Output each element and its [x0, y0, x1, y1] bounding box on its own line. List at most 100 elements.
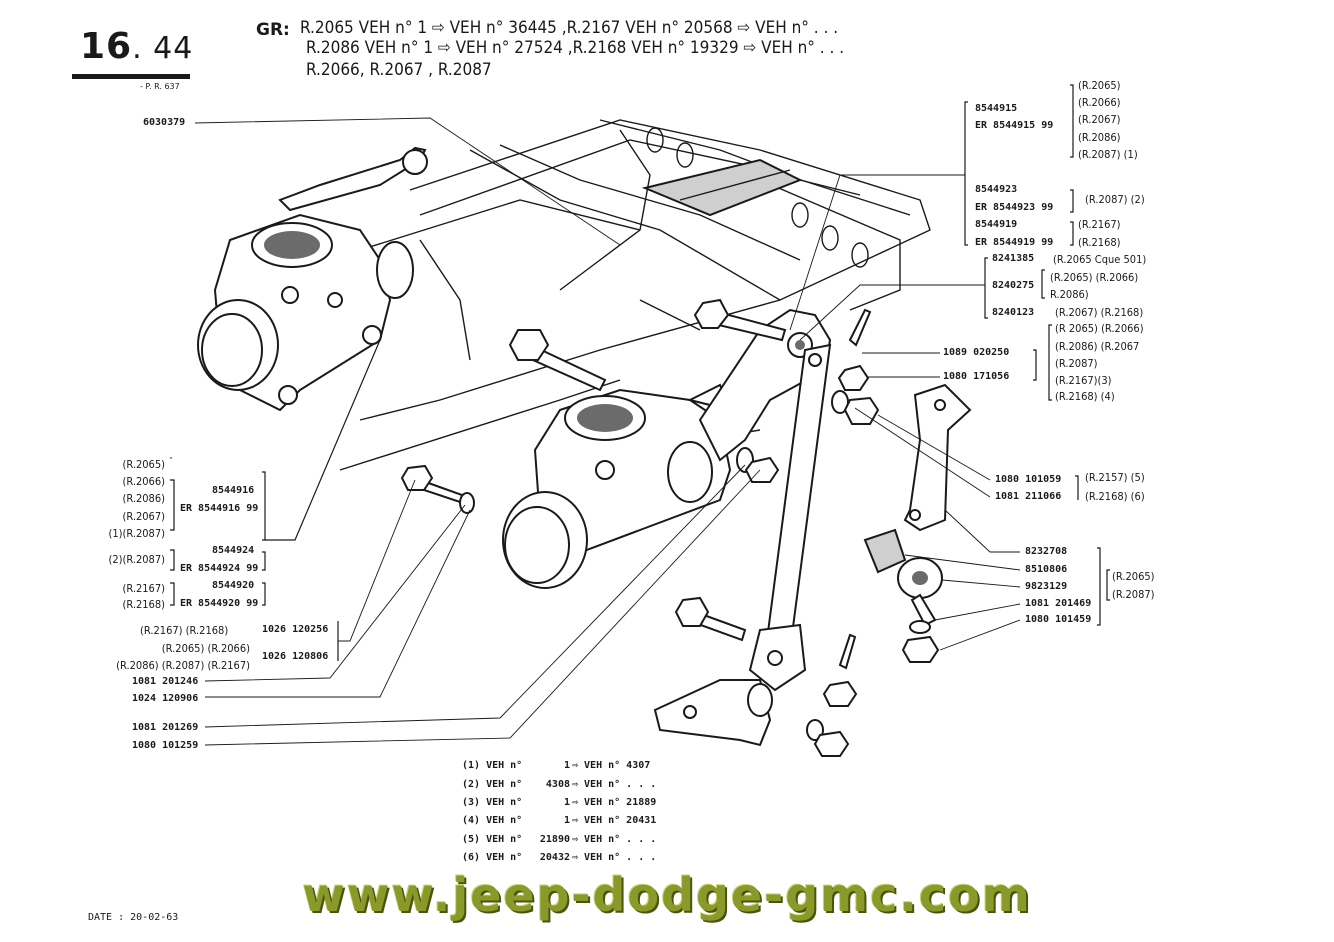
model-label: (R.2087) (1): [1078, 148, 1138, 161]
header-line-1: R.2065 VEH n° 1 ⇨ VEH n° 36445 ,R.2167 V…: [300, 18, 839, 38]
footnote-to: ⇨ VEH n° . . .: [572, 779, 657, 790]
footnote-from: 4308: [545, 779, 570, 790]
model-label: (R.2065): [1078, 79, 1121, 92]
model-label: (R.2157) (5): [1085, 471, 1145, 484]
part-number: 1081 201269: [132, 722, 199, 733]
model-label: (R.2067): [1078, 113, 1121, 126]
chassis-frame: [339, 119, 931, 501]
model-label: (R.2167)(3): [1055, 374, 1112, 387]
group-label: GR:: [256, 20, 290, 40]
model-label: (1)(R.2087): [108, 527, 165, 540]
model-label: (R.2087): [1112, 588, 1155, 601]
part-number: 8544920: [212, 580, 255, 591]
mount-bracket: [653, 679, 773, 747]
footnote-label: (2) VEH n°: [462, 779, 523, 790]
model-label: (R.2065): [122, 458, 165, 471]
model-label: (R.2086) (R.2087) (R.2167): [116, 659, 250, 672]
document-date: DATE : 20-02-63: [88, 912, 179, 923]
part-number: 8240123: [992, 307, 1035, 318]
footnote-from: 1: [563, 797, 570, 808]
website-watermark: www.jeep-dodge-gmc.com: [302, 868, 1032, 922]
footnote-to: ⇨ VEH n° 4307: [572, 760, 651, 771]
part-number: 1080 101259: [132, 740, 199, 751]
shock-absorber-center: [502, 383, 732, 589]
footnote-label: (1) VEH n°: [462, 760, 523, 771]
model-label: (R.2168) (4): [1055, 390, 1115, 403]
footnote-label: (5) VEH n°: [462, 834, 523, 845]
part-number: 8232708: [1025, 546, 1068, 557]
part-number: 8544924: [212, 545, 255, 556]
footnote-from: 1: [563, 760, 570, 771]
model-label: (R.2086): [122, 492, 165, 505]
page-number-sub: . 44: [132, 31, 194, 66]
footnote-label: (3) VEH n°: [462, 797, 523, 808]
part-number: 8544916: [212, 485, 255, 496]
header-line-2: R.2086 VEH n° 1 ⇨ VEH n° 27524 ,R.2168 V…: [306, 38, 845, 58]
part-number: 1080 101459: [1025, 614, 1092, 625]
model-label: (R.2087) (2): [1085, 193, 1145, 206]
model-label: (R.2167): [1078, 218, 1121, 231]
footnote-from: 20432: [539, 852, 570, 863]
part-number: 1080 101059: [995, 474, 1062, 485]
page-number-main: 16: [80, 26, 133, 67]
part-number: ER 8544924 99: [180, 563, 259, 574]
model-label: (R.2067) (R.2168): [1055, 306, 1144, 319]
footnote-to: ⇨ VEH n° . . .: [572, 834, 657, 845]
page-reference: - P. R. 637: [140, 82, 180, 91]
part-number: ER 8544923 99: [975, 202, 1054, 213]
part-number: 1081 211066: [995, 491, 1062, 502]
footnote-label: (4) VEH n°: [462, 815, 523, 826]
model-label: (R.2167) (R.2168): [140, 624, 229, 637]
footnote-from: 1: [563, 815, 570, 826]
part-number: 1024 120906: [132, 693, 199, 704]
model-label: (R.2086): [1078, 131, 1121, 144]
part-number: ER 8544920 99: [180, 598, 259, 609]
model-label: (R.2065 Cque 501): [1053, 253, 1147, 266]
part-number: 8544919: [975, 219, 1018, 230]
model-label: (R.2086) (R.2067: [1055, 340, 1140, 353]
part-number-6030379: 6030379: [143, 117, 186, 128]
shock-absorber-upper: [197, 146, 428, 412]
side-bracket: [903, 383, 972, 532]
model-label: R.2086): [1050, 288, 1089, 301]
footnote-label: (6) VEH n°: [462, 852, 523, 863]
model-label: (2)(R.2087): [108, 553, 165, 566]
footnote-to: ⇨ VEH n° 21889: [572, 797, 657, 808]
part-number: 1080 171056: [943, 371, 1010, 382]
model-label: (R.2065): [1112, 570, 1155, 583]
part-number: ER 8544915 99: [975, 120, 1054, 131]
part-number: 8241385: [992, 253, 1035, 264]
model-label: (R.2168): [1078, 236, 1121, 249]
leader-lines-right: [789, 84, 1110, 651]
bolts: [400, 298, 787, 642]
model-label: (R.2168) (6): [1085, 490, 1145, 503]
part-number: 8510806: [1025, 564, 1068, 575]
part-number: ER 8544919 99: [975, 237, 1054, 248]
part-number: 1081 201469: [1025, 598, 1092, 609]
model-label: (R.2066): [122, 475, 165, 488]
leader-lines-left: [170, 117, 761, 746]
part-number: 8240275: [992, 280, 1035, 291]
link-rod: [748, 343, 832, 692]
page-number: 16. 44: [80, 26, 193, 67]
part-number: 8544915: [975, 103, 1018, 114]
model-label: (R.2087): [1055, 357, 1098, 370]
header-line-3: R.2066, R.2067 , R.2087: [306, 60, 492, 80]
part-number: 1089 020250: [943, 347, 1010, 358]
part-number: 8544923: [975, 184, 1018, 195]
model-label: (R.2168): [122, 598, 165, 611]
model-label: (R.2167): [122, 582, 165, 595]
part-number: 1081 201246: [132, 676, 199, 687]
part-number: 9823129: [1025, 581, 1068, 592]
page-number-underline: [72, 74, 190, 79]
model-label: (R.2067): [122, 510, 165, 523]
footnote-from: 21890: [539, 834, 570, 845]
part-number: 1026 120256: [262, 624, 329, 635]
footnote-to: ⇨ VEH n° . . .: [572, 852, 657, 863]
model-label: (R 2065) (R.2066): [1055, 322, 1144, 335]
model-label: (R.2066): [1078, 96, 1121, 109]
model-label: (R.2065) (R.2066): [161, 642, 250, 655]
footnote-to: ⇨ VEH n° 20431: [572, 815, 657, 826]
model-label: (R.2065) (R.2066): [1050, 271, 1139, 284]
